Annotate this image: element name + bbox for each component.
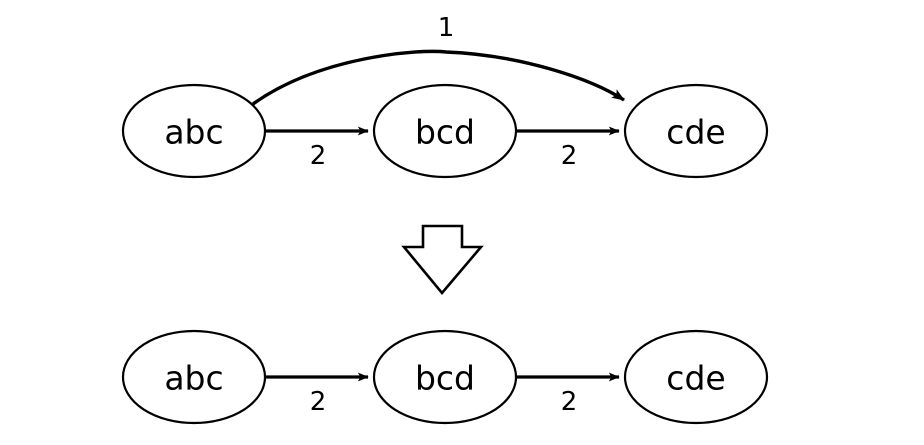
node-label: bcd [415, 113, 475, 152]
node-label: cde [666, 359, 725, 398]
edge-label-weight: 1 [438, 13, 455, 43]
edge-label-weight: 2 [561, 141, 578, 171]
edge-bcd-cde: 2 [517, 372, 620, 417]
node-abc[interactable]: abc [121, 83, 267, 179]
node-bcd[interactable]: bcd [372, 329, 518, 425]
node-shape [372, 329, 518, 425]
edge-label-weight: 2 [561, 387, 578, 417]
node-shape [121, 329, 267, 425]
edge-abc-bcd: 2 [266, 372, 369, 417]
node-bcd[interactable]: bcd [372, 83, 518, 179]
node-shape [121, 83, 267, 179]
node-label: cde [666, 113, 725, 152]
before-graph: 1 2 2 abc bcd [121, 13, 769, 179]
downward-block-arrow-icon [401, 224, 484, 296]
node-shape [623, 329, 769, 425]
node-cde[interactable]: cde [623, 329, 769, 425]
node-shape [623, 83, 769, 179]
edge-curve-path [252, 49, 625, 106]
edge-label-weight: 2 [310, 141, 327, 171]
node-cde[interactable]: cde [623, 83, 769, 179]
edge-abc-bcd: 2 [266, 126, 369, 171]
after-graph: 2 2 abc bcd cde [121, 329, 769, 425]
node-label: abc [164, 359, 223, 398]
block-arrow-shape [401, 224, 484, 296]
edge-abc-cde-curved: 1 [252, 13, 625, 106]
node-label: bcd [415, 359, 475, 398]
edge-label-weight: 2 [310, 387, 327, 417]
edge-bcd-cde: 2 [517, 126, 620, 171]
node-label: abc [164, 113, 223, 152]
node-abc[interactable]: abc [121, 329, 267, 425]
node-shape [372, 83, 518, 179]
